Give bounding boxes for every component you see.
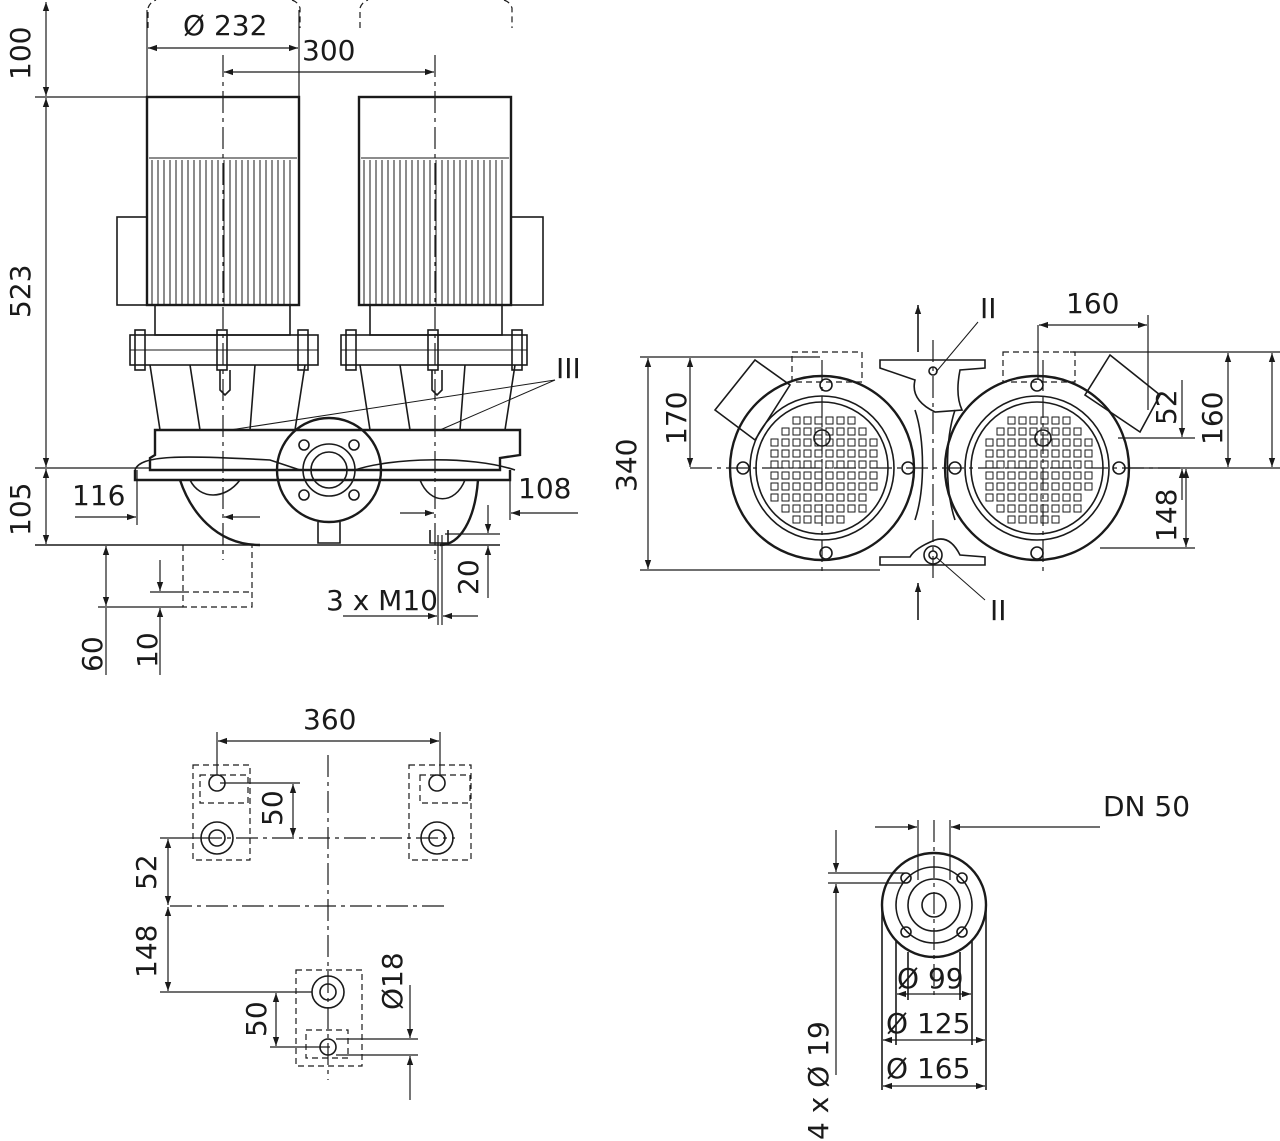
dim-116: 116 xyxy=(72,479,125,512)
dim-60: 60 xyxy=(76,636,109,672)
dim-d18: Ø18 xyxy=(376,952,409,1010)
dim-148-foundation: 148 xyxy=(130,925,163,978)
dim-300: 300 xyxy=(302,34,355,67)
dim-108: 108 xyxy=(518,472,571,505)
dim-160-vertical: 160 xyxy=(1196,392,1229,445)
marker-ii-top: II xyxy=(980,292,997,325)
dim-4xd19: 4 x Ø 19 xyxy=(802,1021,835,1140)
dim-170: 170 xyxy=(660,392,693,445)
marker-iii: III xyxy=(556,352,581,385)
dim-50-top: 50 xyxy=(256,790,289,826)
dim-d99: Ø 99 xyxy=(897,962,964,995)
dim-10: 10 xyxy=(131,632,164,668)
dim-d165: Ø 165 xyxy=(886,1052,970,1085)
flange-view: DN 50 4 x Ø 19 Ø 99 Ø 125 Ø 165 xyxy=(802,790,1190,1140)
dim-360: 360 xyxy=(303,703,356,736)
dim-523: 523 xyxy=(4,265,37,318)
foundation-view: 360 50 52 148 50 Ø18 xyxy=(130,703,472,1100)
dim-50-bottom: 50 xyxy=(240,1001,273,1037)
left-motor xyxy=(116,95,301,336)
dim-340: 340 xyxy=(610,439,643,492)
dim-d232: Ø 232 xyxy=(183,9,267,42)
dim-52-foundation: 52 xyxy=(130,854,163,890)
dim-105: 105 xyxy=(4,483,37,536)
dim-160-horizontal: 160 xyxy=(1066,287,1119,320)
top-view: II II 340 170 160 52 148 160 xyxy=(610,287,1280,627)
dim-148: 148 xyxy=(1150,489,1183,542)
dim-3xm10: 3 x M10 xyxy=(326,584,438,617)
dim-100: 100 xyxy=(4,27,37,80)
right-motor xyxy=(357,95,544,336)
dim-dn50: DN 50 xyxy=(1103,790,1190,823)
dim-20: 20 xyxy=(452,559,485,595)
dim-d125: Ø 125 xyxy=(886,1007,970,1040)
marker-ii-bottom: II xyxy=(990,594,1007,627)
front-view: III Ø 232 300 100 523 105 116 108 20 xyxy=(4,0,581,675)
dim-52: 52 xyxy=(1150,389,1183,425)
